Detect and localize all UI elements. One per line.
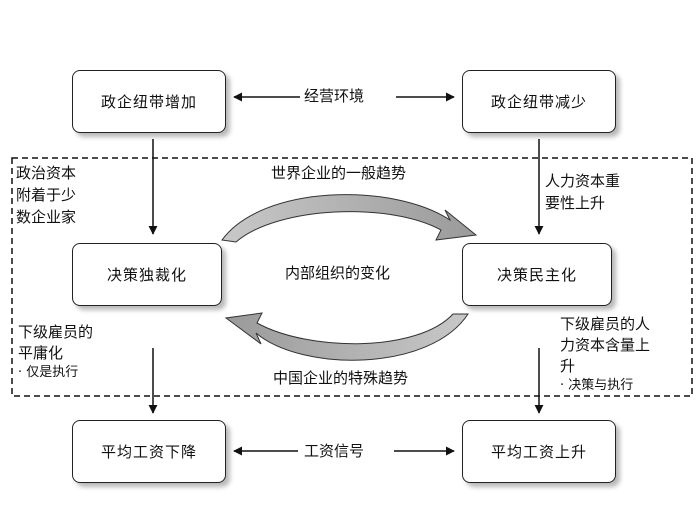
note-human-capital-line: 要性上升 (545, 194, 606, 212)
note-human-capital-line: 人力资本重 (545, 172, 621, 190)
box-wage-decrease: 平均工资下降 (72, 420, 226, 483)
box-ties-increase-label: 政企纽带增加 (100, 93, 197, 111)
box-decision-democracy-label: 决策民主化 (496, 266, 577, 284)
note-human-capital-content-line: 下级雇员的人 (560, 315, 651, 333)
cycle-arrow-global-trend (221, 194, 478, 243)
box-ties-decrease-label: 政企纽带减少 (490, 93, 587, 111)
box-ties-decrease: 政企纽带减少 (462, 70, 616, 133)
box-decision-democracy: 决策民主化 (462, 243, 612, 306)
box-decision-autocracy: 决策独裁化 (72, 243, 222, 306)
label-business-environment: 经营环境 (304, 87, 365, 105)
note-mediocrity-line: 平庸化 (18, 344, 64, 362)
note-mediocrity: 下级雇员的 平庸化 · 仅是执行 (18, 322, 93, 382)
note-political-capital-line: 数企业家 (16, 208, 77, 226)
box-decision-autocracy-label: 决策独裁化 (106, 266, 187, 284)
note-political-capital-line: 附着于少 (16, 186, 77, 204)
note-mediocrity-line: 下级雇员的 (18, 323, 94, 341)
note-execute-only: · 仅是执行 (18, 365, 79, 380)
box-ties-increase: 政企纽带增加 (72, 70, 226, 133)
label-global-trend: 世界企业的一般趋势 (271, 164, 407, 182)
note-decide-and-execute: · 决策与执行 (560, 378, 634, 393)
label-china-trend: 中国企业的特殊趋势 (273, 369, 409, 387)
internal-organization-region (11, 157, 693, 397)
note-political-capital: 政治资本 附着于少 数企业家 (16, 162, 76, 228)
box-wage-increase-label: 平均工资上升 (490, 443, 587, 461)
note-human-capital-content: 下级雇员的人 力资本含量上 升 · 决策与执行 (560, 314, 650, 395)
label-internal-change: 内部组织的变化 (285, 264, 391, 282)
note-human-capital: 人力资本重 要性上升 (545, 170, 620, 214)
box-wage-increase: 平均工资上升 (462, 420, 616, 483)
label-wage-signal: 工资信号 (304, 442, 365, 460)
note-human-capital-content-line: 力资本含量上 (560, 336, 651, 354)
cycle-arrow-china-trend (224, 312, 469, 361)
note-human-capital-content-line: 升 (560, 357, 576, 375)
note-political-capital-line: 政治资本 (16, 164, 77, 182)
box-wage-decrease-label: 平均工资下降 (100, 443, 197, 461)
